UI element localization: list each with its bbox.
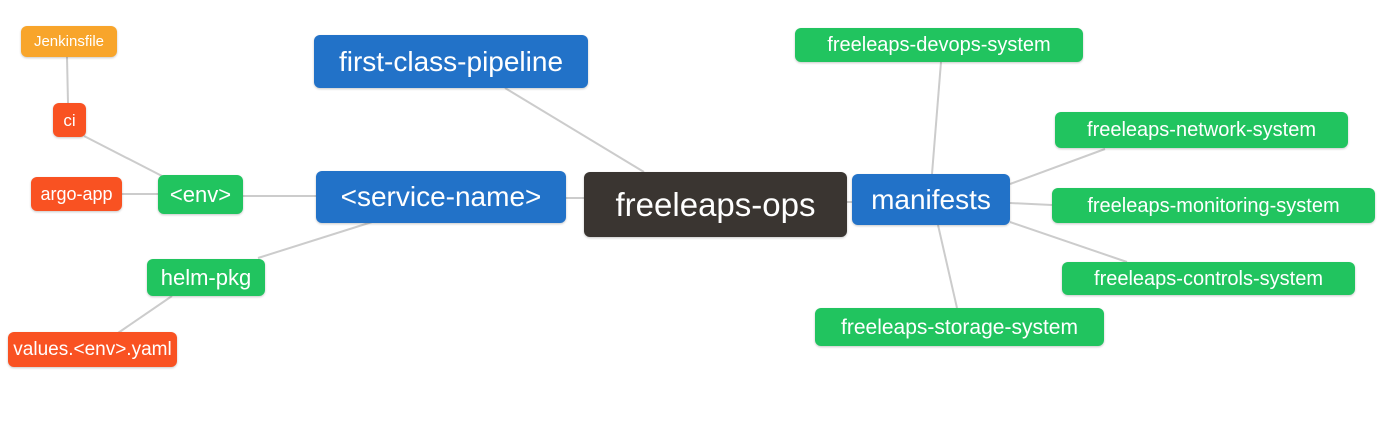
node-first-class-pipeline[interactable]: first-class-pipeline	[314, 35, 588, 88]
edge-manifests-network-system	[1009, 148, 1106, 185]
edge-first-class-pipeline-ops	[504, 87, 645, 173]
node-devops-system[interactable]: freeleaps-devops-system	[795, 28, 1083, 62]
node-values-env-yaml[interactable]: values.<env>.yaml	[8, 332, 177, 367]
node-env[interactable]: <env>	[158, 175, 243, 214]
node-storage-system[interactable]: freeleaps-storage-system	[815, 308, 1104, 346]
edge-values-helm-pkg	[117, 295, 173, 334]
node-controls-system[interactable]: freeleaps-controls-system	[1062, 262, 1355, 295]
node-jenkinsfile[interactable]: Jenkinsfile	[21, 26, 117, 57]
node-freeleaps-ops-root[interactable]: freeleaps-ops	[584, 172, 847, 237]
edge-devops-system-manifests	[931, 61, 942, 175]
edge-jenkinsfile-ci	[66, 56, 69, 104]
node-argo-app[interactable]: argo-app	[31, 177, 122, 211]
node-service-name[interactable]: <service-name>	[316, 171, 566, 223]
edge-ci-env	[83, 135, 163, 177]
node-ci[interactable]: ci	[53, 103, 86, 137]
edge-manifests-storage-system	[937, 224, 958, 309]
edge-manifests-controls-system	[1009, 221, 1128, 263]
node-manifests[interactable]: manifests	[852, 174, 1010, 225]
edge-manifests-monitoring-system	[1009, 202, 1053, 206]
node-network-system[interactable]: freeleaps-network-system	[1055, 112, 1348, 148]
node-helm-pkg[interactable]: helm-pkg	[147, 259, 265, 296]
edge-helm-pkg-service-name	[257, 221, 373, 259]
node-monitoring-system[interactable]: freeleaps-monitoring-system	[1052, 188, 1375, 223]
